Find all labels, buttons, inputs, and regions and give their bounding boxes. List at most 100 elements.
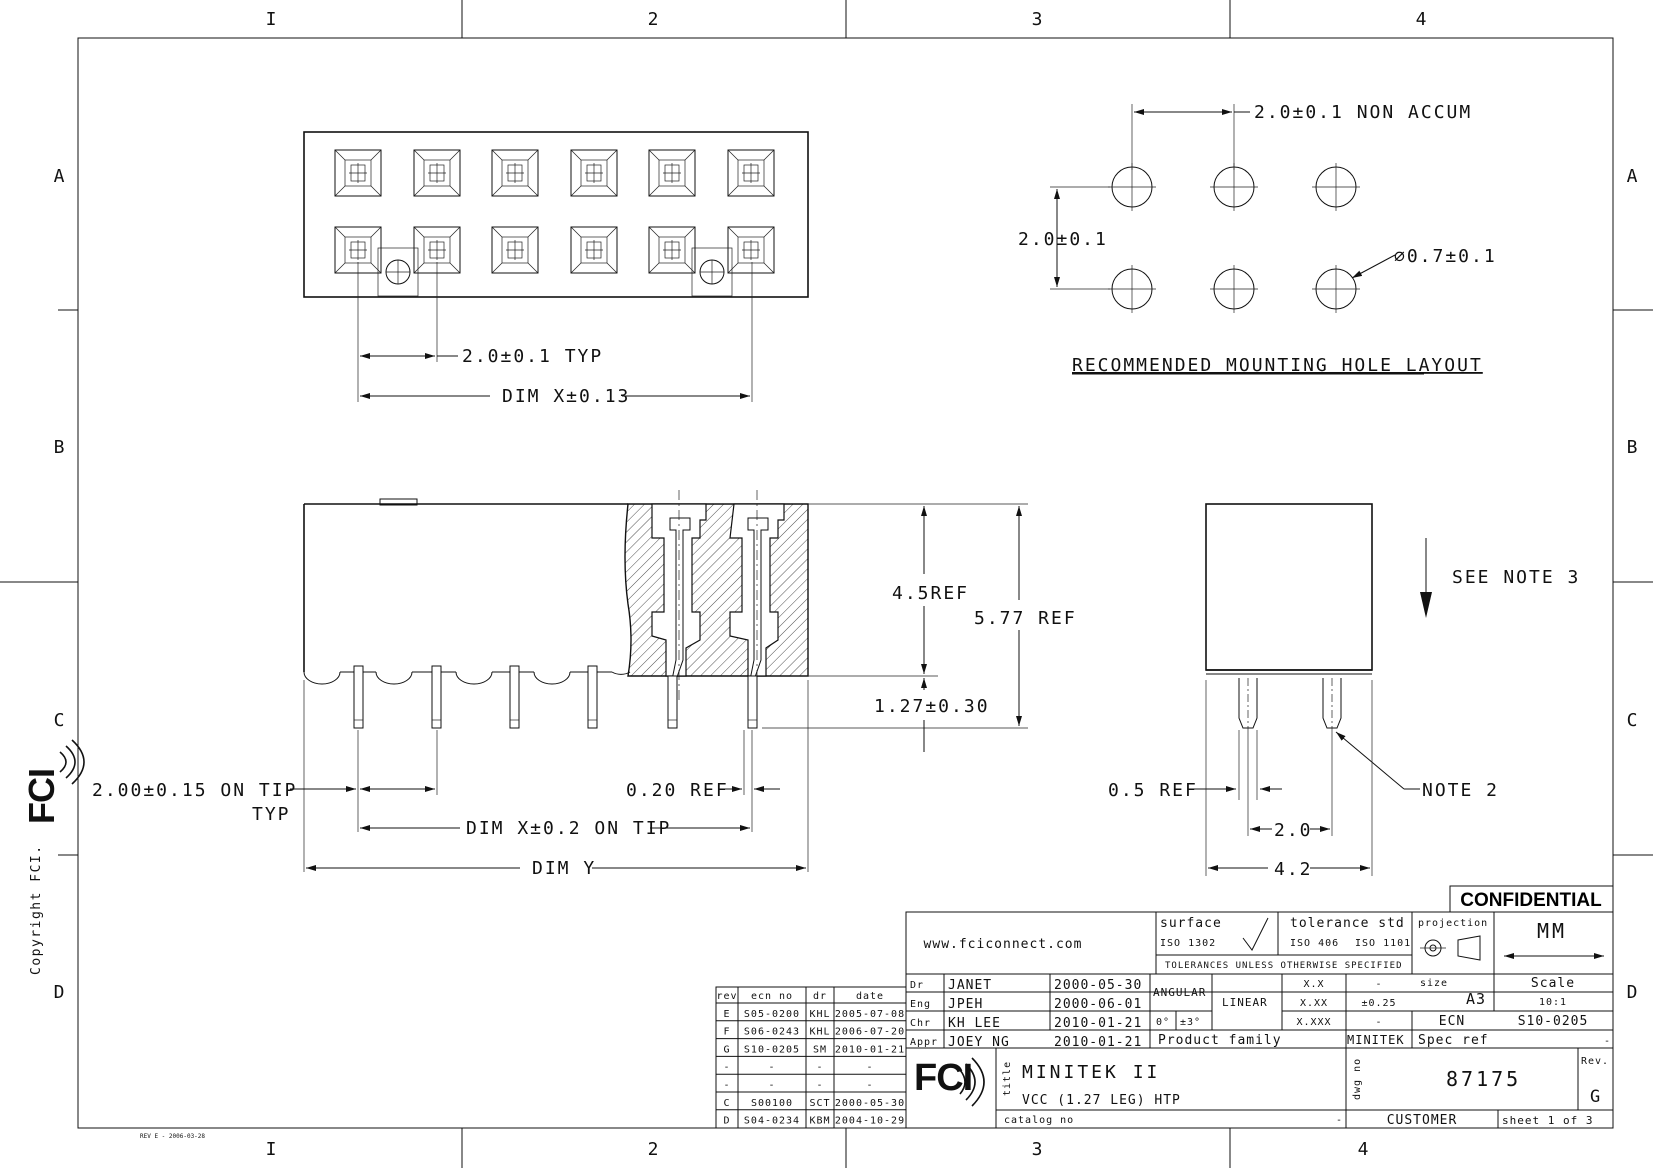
person-name: KH LEE <box>948 1016 1001 1031</box>
rev-table-cell: - <box>866 1080 873 1091</box>
cavity <box>334 149 382 197</box>
surface-std: ISO 1302 <box>1160 938 1216 949</box>
fci-logo: FCI <box>914 1057 972 1099</box>
tol-format: X.XX <box>1300 998 1328 1009</box>
zone-col-1-bottom: I <box>266 1139 279 1160</box>
cavity <box>648 149 696 197</box>
rev-table-cell: 2000-05-30 <box>835 1098 905 1109</box>
rev-table-cell: - <box>768 1080 775 1091</box>
cavity <box>570 149 618 197</box>
rev-table-cell: S05-0200 <box>744 1009 800 1020</box>
iso1101: ISO 1101 <box>1355 938 1411 949</box>
rev-table-cell: 2005-07-08 <box>835 1009 905 1020</box>
person-date: 2000-05-30 <box>1054 978 1142 993</box>
pins <box>353 665 758 729</box>
rev-table-header: date <box>856 991 884 1002</box>
cavity <box>727 149 775 197</box>
rev-stamp: REV E - 2006-03-28 <box>140 1133 205 1140</box>
cavity <box>570 226 618 274</box>
tol-value: - <box>1375 979 1382 990</box>
rev-table-cell: - <box>866 1062 873 1073</box>
zone-col-4-top: 4 <box>1416 9 1429 30</box>
side-fci-logo: FCI <box>21 739 85 824</box>
rev-table-header: rev <box>716 991 737 1002</box>
tolerance-rows: X.X-X.XX±0.25X.XXX- <box>1296 979 1395 1028</box>
rev-table-cell: S04-0234 <box>744 1116 800 1127</box>
cavity <box>491 149 539 197</box>
person-role: Chr <box>910 1018 931 1029</box>
customer-label: CUSTOMER <box>1387 1113 1458 1128</box>
note-2-label: NOTE 2 <box>1422 780 1499 801</box>
rev-table-cell: S10-0205 <box>744 1044 800 1055</box>
spec-ref-label: Spec ref <box>1418 1033 1489 1048</box>
zone-col-3-bottom: 3 <box>1032 1139 1045 1160</box>
title-line-2: VCC (1.27 LEG) HTP <box>1022 1093 1181 1108</box>
top-dim-x-label: DIM X±0.13 <box>502 386 630 407</box>
dwg-no-label: dwg no <box>1352 1058 1363 1100</box>
rev-table-cell: F <box>723 1027 730 1038</box>
zone-row-a-left: A <box>54 166 67 187</box>
copyright-text: Copyright FCI. <box>29 844 44 975</box>
ref-5-77-label: 5.77 REF <box>974 608 1077 629</box>
rev-table-cell: KHL <box>809 1027 830 1038</box>
zone-row-b-left: B <box>54 437 67 458</box>
person-name: JPEH <box>948 997 983 1012</box>
rev-table-cell: - <box>723 1062 730 1073</box>
tip-pitch-label: 2.00±0.15 ON TIP <box>92 780 297 801</box>
rev-table-cell: KHL <box>809 1009 830 1020</box>
svg-text:FCI: FCI <box>21 769 62 824</box>
website-label: www.fciconnect.com <box>924 937 1083 952</box>
rev-table-cell: - <box>768 1062 775 1073</box>
title-line-1: MINITEK II <box>1022 1062 1160 1083</box>
product-family-label: Product family <box>1158 1033 1282 1048</box>
rev-table-cell: SM <box>813 1044 827 1055</box>
cavity <box>727 226 775 274</box>
angular-label: ANGULAR <box>1153 986 1206 999</box>
title-block: CONFIDENTIAL www.fciconnect.com surface … <box>905 885 1614 1129</box>
rev-label: Rev. <box>1581 1056 1609 1067</box>
size-value: A3 <box>1466 990 1486 1008</box>
sheet-label: sheet 1 of 3 <box>1502 1114 1593 1127</box>
hole-pitch-label: 2.0±0.1 NON ACCUM <box>1254 102 1472 123</box>
cavity <box>413 226 461 274</box>
person-name: JOEY NG <box>948 1035 1010 1050</box>
tol-unless-label: TOLERANCES UNLESS OTHERWISE SPECIFIED <box>1165 961 1402 971</box>
surface-label: surface <box>1160 916 1222 931</box>
person-role: Appr <box>910 1037 938 1048</box>
cavity <box>648 226 696 274</box>
rev-table-header: ecn no <box>751 991 793 1002</box>
ref-0-20-label: 0.20 REF <box>626 780 729 801</box>
angular-0: 0° <box>1156 1017 1170 1028</box>
see-note-3-label: SEE NOTE 3 <box>1452 567 1580 588</box>
person-date: 2010-01-21 <box>1054 1016 1142 1031</box>
rev-table-cell: 2010-01-21 <box>835 1044 905 1055</box>
catalog-value: - <box>1336 1115 1343 1126</box>
rev-table-cell: 2004-10-29 <box>835 1116 905 1127</box>
dwg-no-value: 87175 <box>1446 1067 1521 1091</box>
ref-0-5-label: 0.5 REF <box>1108 780 1198 801</box>
projection-label: projection <box>1418 918 1488 929</box>
rev-table-cell: - <box>816 1062 823 1073</box>
zone-col-2-bottom: 2 <box>648 1139 661 1160</box>
tip-pitch-typ-label: TYP <box>252 804 291 825</box>
catalog-label: catalog no <box>1004 1115 1074 1126</box>
rev-table-cell: KBM <box>809 1116 830 1127</box>
cavity <box>334 226 382 274</box>
rev-table-header: dr <box>813 991 827 1002</box>
dim-y-label: DIM Y <box>532 858 596 879</box>
tol-value: - <box>1375 1017 1382 1028</box>
rev-table-cell: 2006-07-20 <box>835 1027 905 1038</box>
angular-tol: ±3° <box>1180 1017 1201 1028</box>
mounting-hole-layout: 2.0±0.1 NON ACCUM 2.0±0.1 ∅0.7±0.1 RECOM… <box>1018 102 1495 376</box>
zone-col-2-top: 2 <box>648 9 661 30</box>
cavity <box>491 226 539 274</box>
spec-ref-value: - <box>1604 1036 1611 1047</box>
zone-col-3-top: 3 <box>1032 9 1045 30</box>
title-label: title <box>1002 1061 1013 1096</box>
side-view: SEE NOTE 3 0.5 REF NOTE 2 2.0 4.2 <box>1108 503 1580 880</box>
person-date: 2000-06-01 <box>1054 997 1142 1012</box>
top-pitch-label: 2.0±0.1 TYP <box>462 346 603 367</box>
